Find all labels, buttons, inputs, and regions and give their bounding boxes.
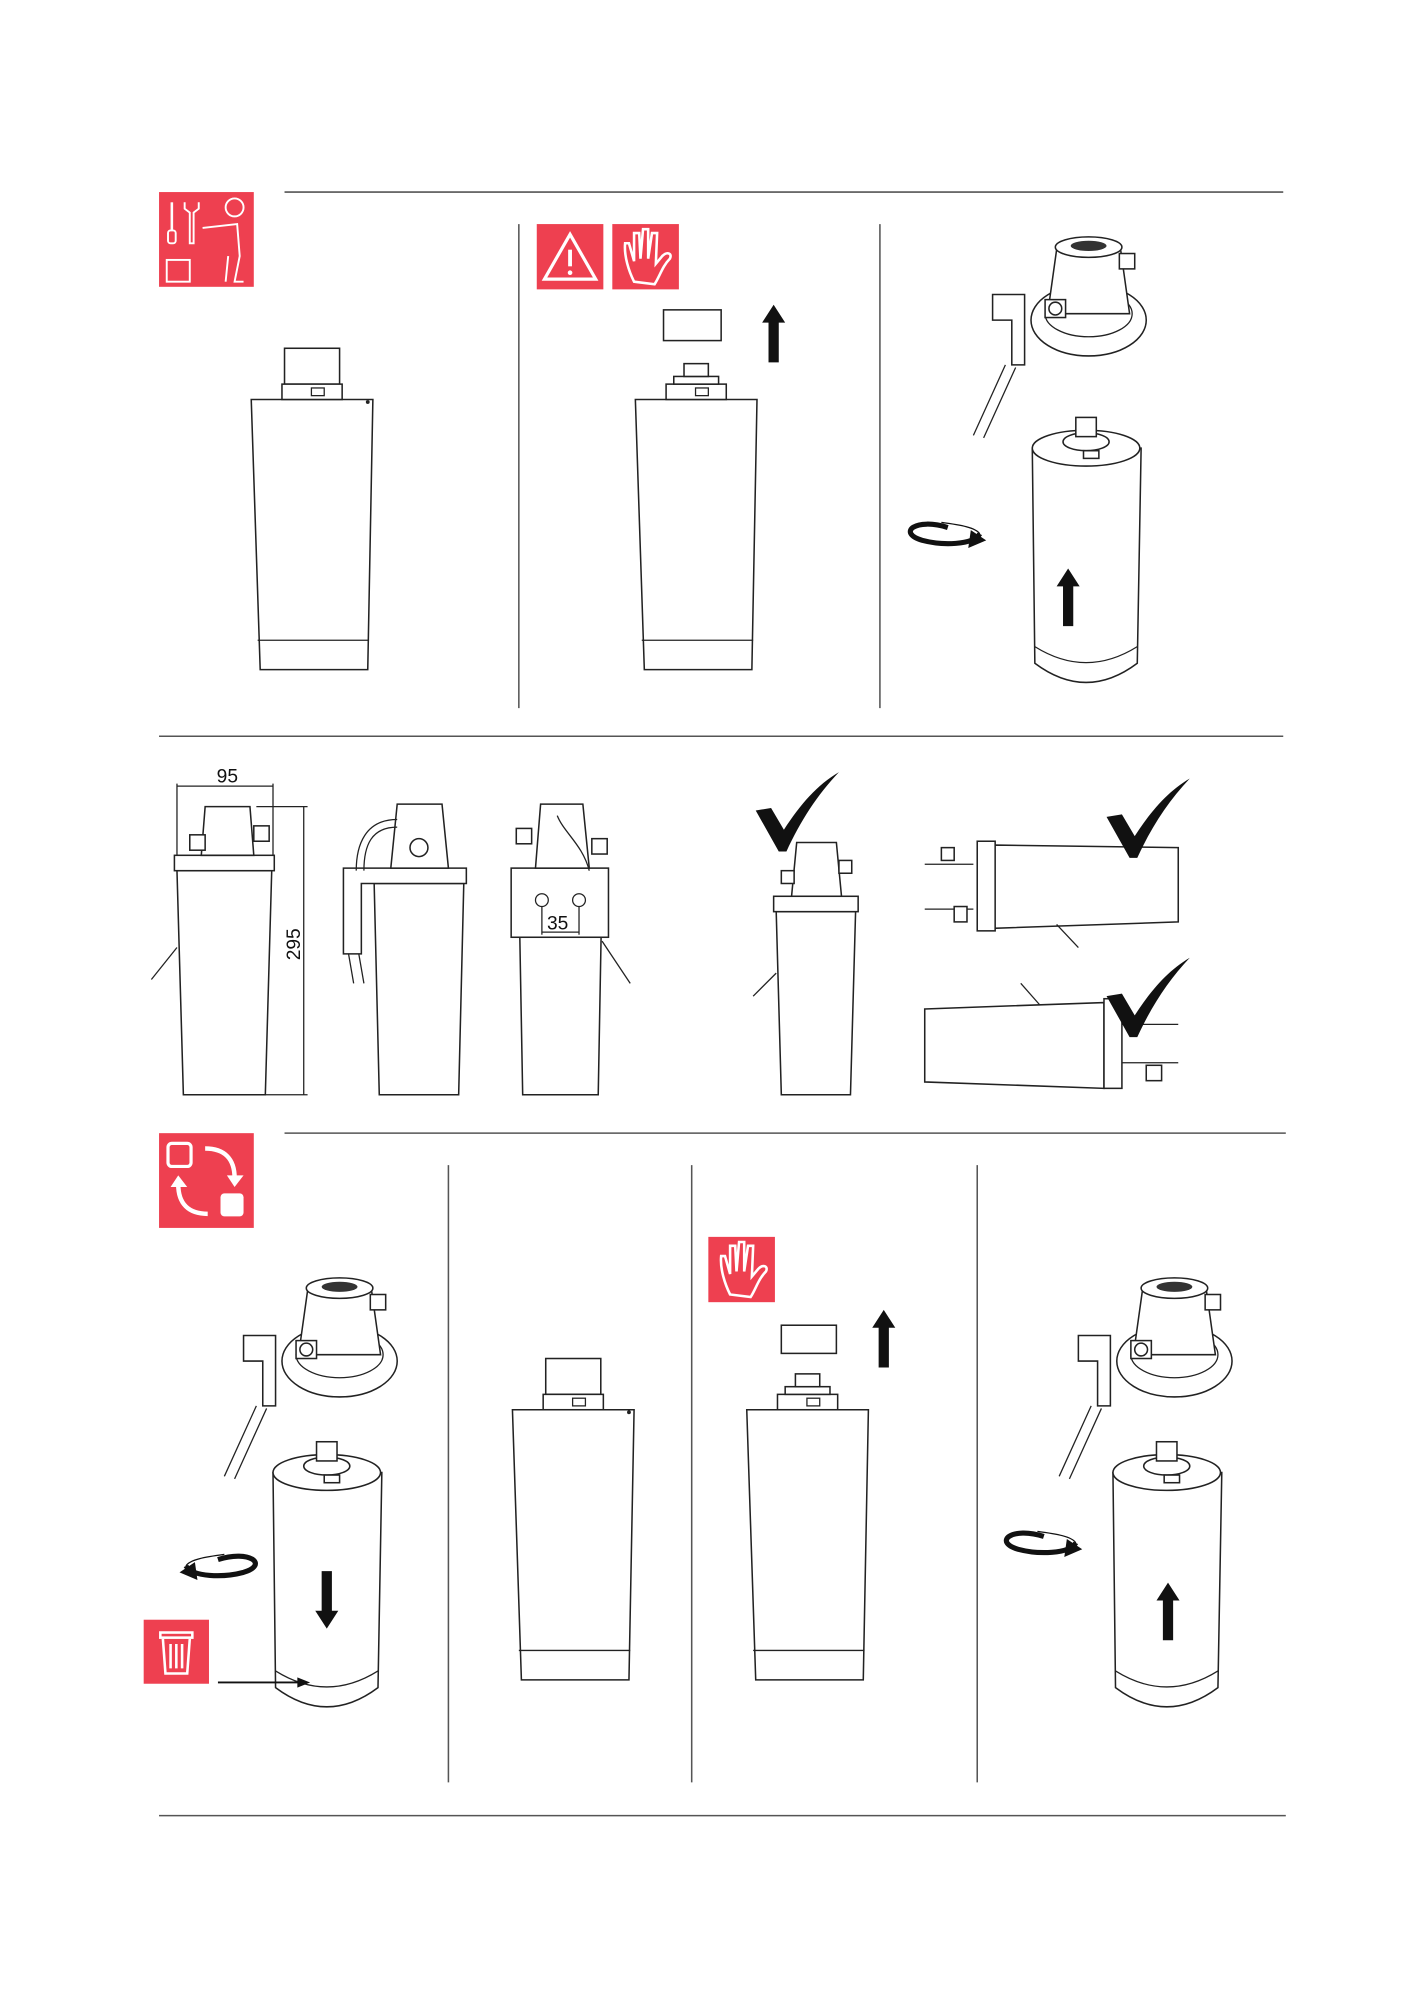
correct-orientation-horizontal-right <box>923 982 1179 1090</box>
filter-head <box>1057 1276 1234 1481</box>
tools-and-installer-icon <box>159 192 254 287</box>
side-view <box>342 803 468 1096</box>
width-dimension-label: 95 <box>217 766 238 787</box>
filter-cartridge <box>250 347 374 671</box>
warning-triangle-icon <box>536 224 604 290</box>
replace-cartridge-icon <box>159 1133 254 1228</box>
stop-hand-icon <box>612 224 679 290</box>
filter-cartridge-uncapped <box>745 1373 870 1681</box>
trash-bin-icon <box>143 1619 209 1684</box>
height-dimension-label: 295 <box>284 928 305 960</box>
arrow-up-icon <box>762 304 786 363</box>
stop-hand-icon <box>708 1236 775 1303</box>
rotate-arrow-icon <box>180 1554 256 1580</box>
back-view-mounting-holes <box>510 803 631 1096</box>
removed-cap <box>780 1324 838 1355</box>
filter-cartridge-uncapped <box>634 362 758 671</box>
correct-orientation-horizontal-left <box>924 840 1180 948</box>
rotate-arrow-icon <box>1006 1531 1082 1557</box>
filter-head <box>222 1276 399 1481</box>
hole-spacing-label: 35 <box>547 914 568 935</box>
front-dimension-view <box>150 783 308 1096</box>
check-mark-icon <box>755 772 839 852</box>
correct-orientation-upright <box>752 841 859 1096</box>
removed-cap <box>662 309 722 342</box>
filter-head <box>971 235 1148 440</box>
dispose-arrow-head <box>297 1677 311 1688</box>
filter-cylinder <box>1112 1440 1223 1708</box>
filter-cylinder <box>1031 416 1142 684</box>
check-mark-icon <box>1106 778 1190 858</box>
arrow-up-icon <box>872 1309 896 1368</box>
filter-cartridge <box>511 1357 635 1681</box>
rotate-arrow-icon <box>910 522 986 548</box>
